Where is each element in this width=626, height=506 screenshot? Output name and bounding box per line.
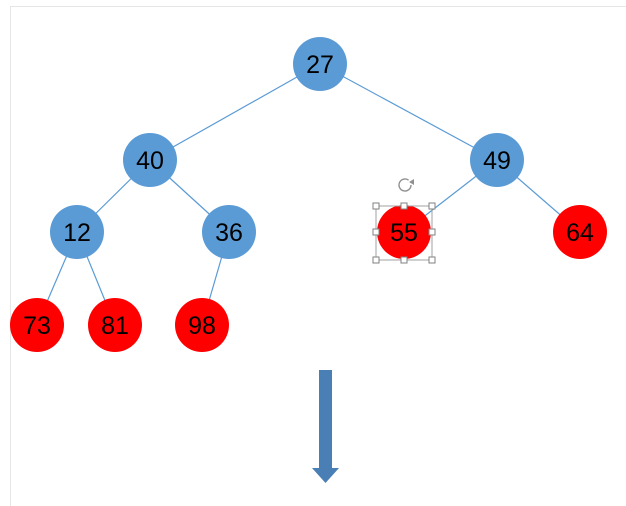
rotate-arrow-tip: [409, 179, 414, 185]
inner-node-circle: [202, 205, 256, 259]
tree-node-49[interactable]: 49: [470, 133, 524, 187]
down-arrow-icon: [312, 370, 339, 483]
node-label: 40: [136, 147, 164, 175]
tree-node-73[interactable]: 73: [10, 298, 64, 352]
leaf-node-circle: [377, 205, 431, 259]
leaf-node-circle: [88, 298, 142, 352]
node-label: 49: [483, 147, 511, 175]
resize-handle[interactable]: [428, 256, 436, 264]
inner-node-circle: [50, 205, 104, 259]
node-label: 55: [390, 219, 418, 247]
leaf-node-circle: [175, 298, 229, 352]
edge-n27-n49: [319, 63, 498, 161]
rotate-handle-icon[interactable]: [398, 178, 412, 192]
selection-box[interactable]: [372, 178, 436, 264]
tree-node-36[interactable]: 36: [202, 205, 256, 259]
tree-node-40[interactable]: 40: [123, 133, 177, 187]
resize-handle[interactable]: [428, 228, 436, 236]
node-label: 73: [23, 312, 51, 340]
node-label: 81: [101, 312, 129, 340]
inner-node-circle: [470, 133, 524, 187]
resize-handle[interactable]: [400, 202, 408, 210]
node-label: 98: [188, 312, 216, 340]
tree-node-98[interactable]: 98: [175, 298, 229, 352]
leaf-node-circle: [10, 298, 64, 352]
node-layer: 27 40 49 12 36 55 64 73 81 98: [10, 37, 607, 352]
node-label: 64: [566, 219, 594, 247]
inner-node-circle: [293, 37, 347, 91]
resize-handle[interactable]: [400, 256, 408, 264]
page-border-top: [10, 6, 626, 7]
edge-layer: [36, 63, 581, 326]
page-border-left: [10, 6, 11, 506]
node-label: 12: [63, 219, 91, 247]
leaf-node-circle: [553, 205, 607, 259]
resize-handle[interactable]: [428, 202, 436, 210]
resize-handle[interactable]: [372, 228, 380, 236]
tree-node-27[interactable]: 27: [293, 37, 347, 91]
edge-n27-n40: [149, 63, 321, 161]
tree-node-81[interactable]: 81: [88, 298, 142, 352]
resize-handle[interactable]: [372, 256, 380, 264]
tree-node-64[interactable]: 64: [553, 205, 607, 259]
node-label: 36: [215, 219, 243, 247]
tree-node-12[interactable]: 12: [50, 205, 104, 259]
resize-handle[interactable]: [372, 202, 380, 210]
node-label: 27: [306, 51, 334, 79]
tree-node-55[interactable]: 55: [377, 205, 431, 259]
inner-node-circle: [123, 133, 177, 187]
